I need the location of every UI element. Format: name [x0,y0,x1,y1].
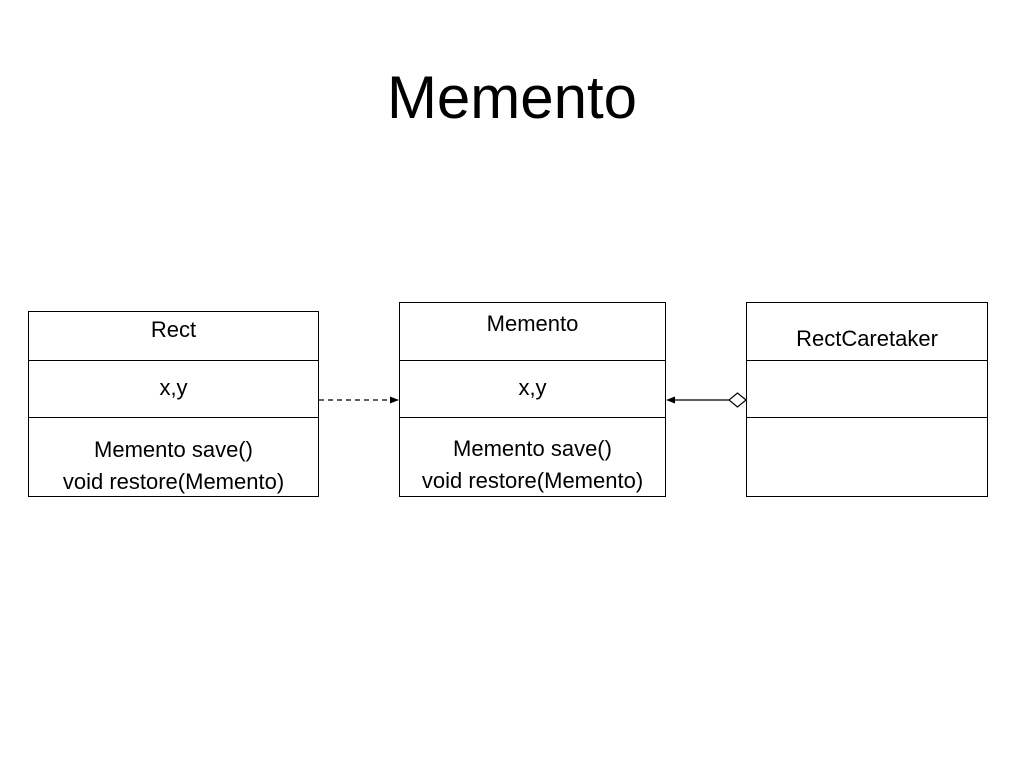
operation-restore: void restore(Memento) [421,468,644,493]
arrowhead-icon [666,396,675,404]
operation-restore: void restore(Memento) [62,469,285,494]
attributes-compartment: x,y [29,360,318,417]
attributes-compartment [747,360,987,417]
slide-title: Memento [386,64,638,131]
arrowhead-icon [390,396,399,404]
aggregation-arrow [666,392,747,408]
attributes-compartment: x,y [400,360,665,417]
class-name-compartment: Memento [400,303,665,360]
class-name: RectCaretaker [796,326,938,351]
attributes-text: x,y [518,375,547,400]
attributes-text: x,y [159,375,188,400]
class-box-rectcaretaker: RectCaretaker [746,302,988,497]
operations-compartment: Memento save() void restore(Memento) [29,417,318,497]
operation-save: Memento save() [94,437,253,462]
operations-compartment: Memento save() void restore(Memento) [400,417,665,497]
aggregation-diamond-icon [728,392,747,408]
dependency-arrow [319,396,399,404]
class-box-memento: Memento x,y Memento save() void restore(… [399,302,666,497]
operation-save: Memento save() [453,436,612,461]
class-box-rect: Rect x,y Memento save() void restore(Mem… [28,311,319,497]
operations-compartment [747,417,987,497]
class-name-compartment: RectCaretaker [747,303,987,360]
class-name: Rect [150,317,197,342]
class-name-compartment: Rect [29,312,318,360]
class-name: Memento [486,311,579,336]
